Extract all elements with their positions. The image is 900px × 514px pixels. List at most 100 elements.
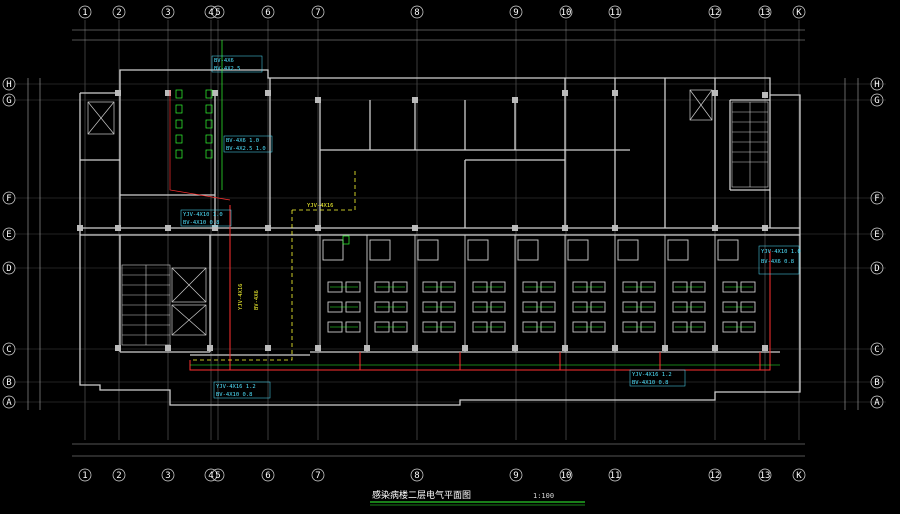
column-bubble-top — [509, 5, 523, 19]
column-label: 8 — [414, 8, 419, 18]
row-bubble-left — [2, 93, 16, 107]
row-label: E — [6, 230, 11, 240]
column-bubble-top — [261, 5, 275, 19]
stair-left — [121, 264, 171, 346]
column-label: 2 — [116, 471, 121, 481]
row-bubble-right — [870, 375, 884, 389]
column-bubble-bottom — [758, 468, 772, 482]
column-bubble-bottom — [410, 468, 424, 482]
row-label: B — [6, 378, 11, 388]
column-bubble-bottom — [204, 468, 218, 482]
panel-risers — [175, 89, 350, 245]
row-bubble-left — [2, 77, 16, 91]
row-label: C — [874, 345, 879, 355]
row-bubble-left — [2, 395, 16, 409]
column-bubble-bottom — [112, 468, 126, 482]
column-label: 6 — [265, 8, 270, 18]
row-bubble-right — [870, 261, 884, 275]
cable-label: BV-4X10 0.8 — [632, 380, 668, 386]
cable-label: YJV-4X16 — [307, 203, 334, 209]
column-bubble-bottom — [792, 468, 806, 482]
column-label: 9 — [513, 8, 518, 18]
column-bubble-top — [78, 5, 92, 19]
row-label: H — [874, 80, 879, 90]
row-label: D — [6, 264, 11, 274]
row-bubble-right — [870, 227, 884, 241]
column-label: 11 — [610, 8, 621, 18]
column-label: 13 — [760, 8, 771, 18]
column-label: 7 — [315, 8, 320, 18]
column-label: 8 — [414, 471, 419, 481]
row-label: E — [874, 230, 879, 240]
column-label: 12 — [710, 8, 721, 18]
column-bubble-bottom — [211, 468, 225, 482]
cable-label: BV-4X2.5 — [214, 66, 241, 72]
cable-label: BV-4X2.5 1.0 — [226, 146, 266, 152]
column-bubble-bottom — [78, 468, 92, 482]
patient-rooms — [319, 235, 756, 352]
cable-label: BV-4X6 — [254, 290, 260, 310]
row-label: B — [874, 378, 879, 388]
row-bubble-right — [870, 342, 884, 356]
column-label: K — [796, 8, 802, 18]
row-bubble-left — [2, 227, 16, 241]
row-label: F — [874, 194, 879, 204]
row-label: A — [6, 398, 12, 408]
row-bubble-right — [870, 77, 884, 91]
column-bubble-top — [161, 5, 175, 19]
column-label: 4 — [208, 471, 213, 481]
drawing-scale: 1:100 — [533, 492, 554, 500]
column-bubble-top — [311, 5, 325, 19]
column-bubble-top — [112, 5, 126, 19]
column-bubble-bottom — [608, 468, 622, 482]
row-bubble-right — [870, 395, 884, 409]
row-label: C — [6, 345, 11, 355]
cable-label: YJV-4X10 1.0 — [183, 212, 223, 218]
elevator-shafts — [87, 89, 713, 336]
dimension-lines — [27, 29, 859, 457]
column-label: K — [796, 471, 802, 481]
row-bubble-left — [2, 261, 16, 275]
column-label: 3 — [165, 471, 170, 481]
column-bubble-top — [792, 5, 806, 19]
structural-columns — [77, 90, 768, 351]
cable-label: YJV-4X16 — [238, 284, 244, 311]
column-bubble-top — [410, 5, 424, 19]
column-label: 1 — [82, 8, 87, 18]
row-bubble-left — [2, 375, 16, 389]
column-bubble-bottom — [509, 468, 523, 482]
column-bubble-top — [204, 5, 218, 19]
row-label: H — [6, 80, 11, 90]
column-label: 4 — [208, 8, 213, 18]
cable-label: BV-4X6 0.8 — [761, 259, 794, 265]
column-bubble-top — [211, 5, 225, 19]
column-label: 11 — [610, 471, 621, 481]
column-bubble-bottom — [559, 468, 573, 482]
stair-right — [731, 101, 769, 188]
column-axis-lines — [14, 20, 886, 440]
row-label: G — [874, 96, 879, 106]
column-label: 13 — [760, 471, 771, 481]
row-bubble-left — [2, 191, 16, 205]
row-label: F — [6, 194, 11, 204]
column-label: 9 — [513, 471, 518, 481]
column-bubble-bottom — [261, 468, 275, 482]
column-label: 2 — [116, 8, 121, 18]
column-label: 5 — [215, 471, 220, 481]
row-bubble-right — [870, 191, 884, 205]
cable-label: BV-4X6 — [214, 58, 234, 64]
column-label: 5 — [215, 8, 220, 18]
column-bubble-top — [559, 5, 573, 19]
column-label: 1 — [82, 471, 87, 481]
row-label: D — [874, 264, 879, 274]
cable-callouts — [180, 55, 800, 399]
column-label: 3 — [165, 8, 170, 18]
cable-label: BV-4X10 0.8 — [216, 392, 252, 398]
column-bubble-top — [708, 5, 722, 19]
power-cables — [169, 40, 780, 371]
cable-label: BV-4X6 1.0 — [226, 138, 259, 144]
